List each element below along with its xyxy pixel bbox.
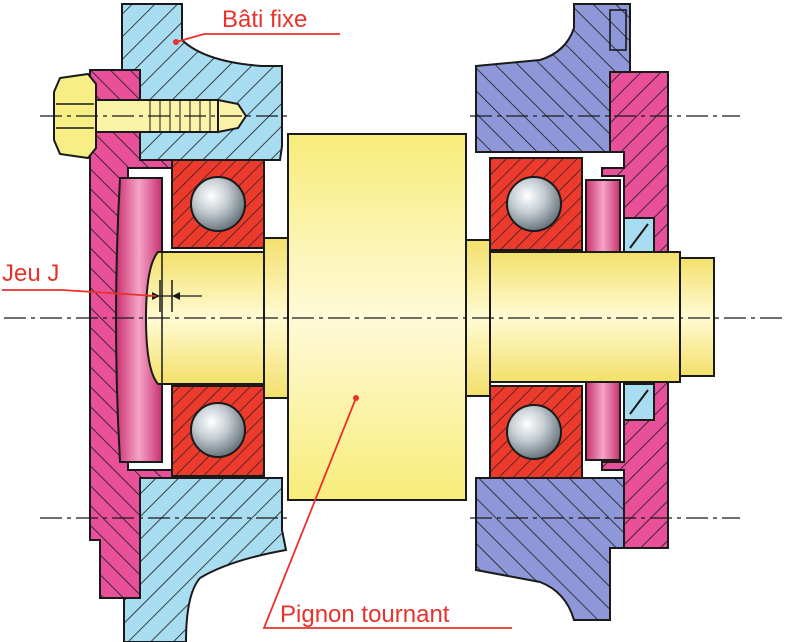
- right-housing: [475, 3, 631, 621]
- left-bearing-top: [171, 159, 265, 249]
- centerlines: [4, 115, 783, 519]
- label-bati-fixe: Bâti fixe: [222, 6, 308, 33]
- right-seal: [623, 217, 655, 421]
- pinion: [287, 133, 467, 501]
- leader-dot: [173, 39, 179, 45]
- bearing-ball-icon: [506, 176, 562, 232]
- right-bearing-top: [489, 157, 583, 251]
- leader-dot: [353, 395, 359, 401]
- label-jeu-j: Jeu J: [2, 260, 60, 287]
- right-bearing-bottom: [489, 385, 583, 479]
- bearing-ball-icon: [190, 176, 246, 232]
- leader-lines: [2, 33, 512, 629]
- bearing-ball-icon: [190, 402, 246, 458]
- bolt-icon: [53, 72, 248, 160]
- left-bearing-bottom: [171, 385, 265, 477]
- bearing-ball-icon: [506, 404, 562, 460]
- label-pignon-tournant: Pignon tournant: [280, 601, 450, 628]
